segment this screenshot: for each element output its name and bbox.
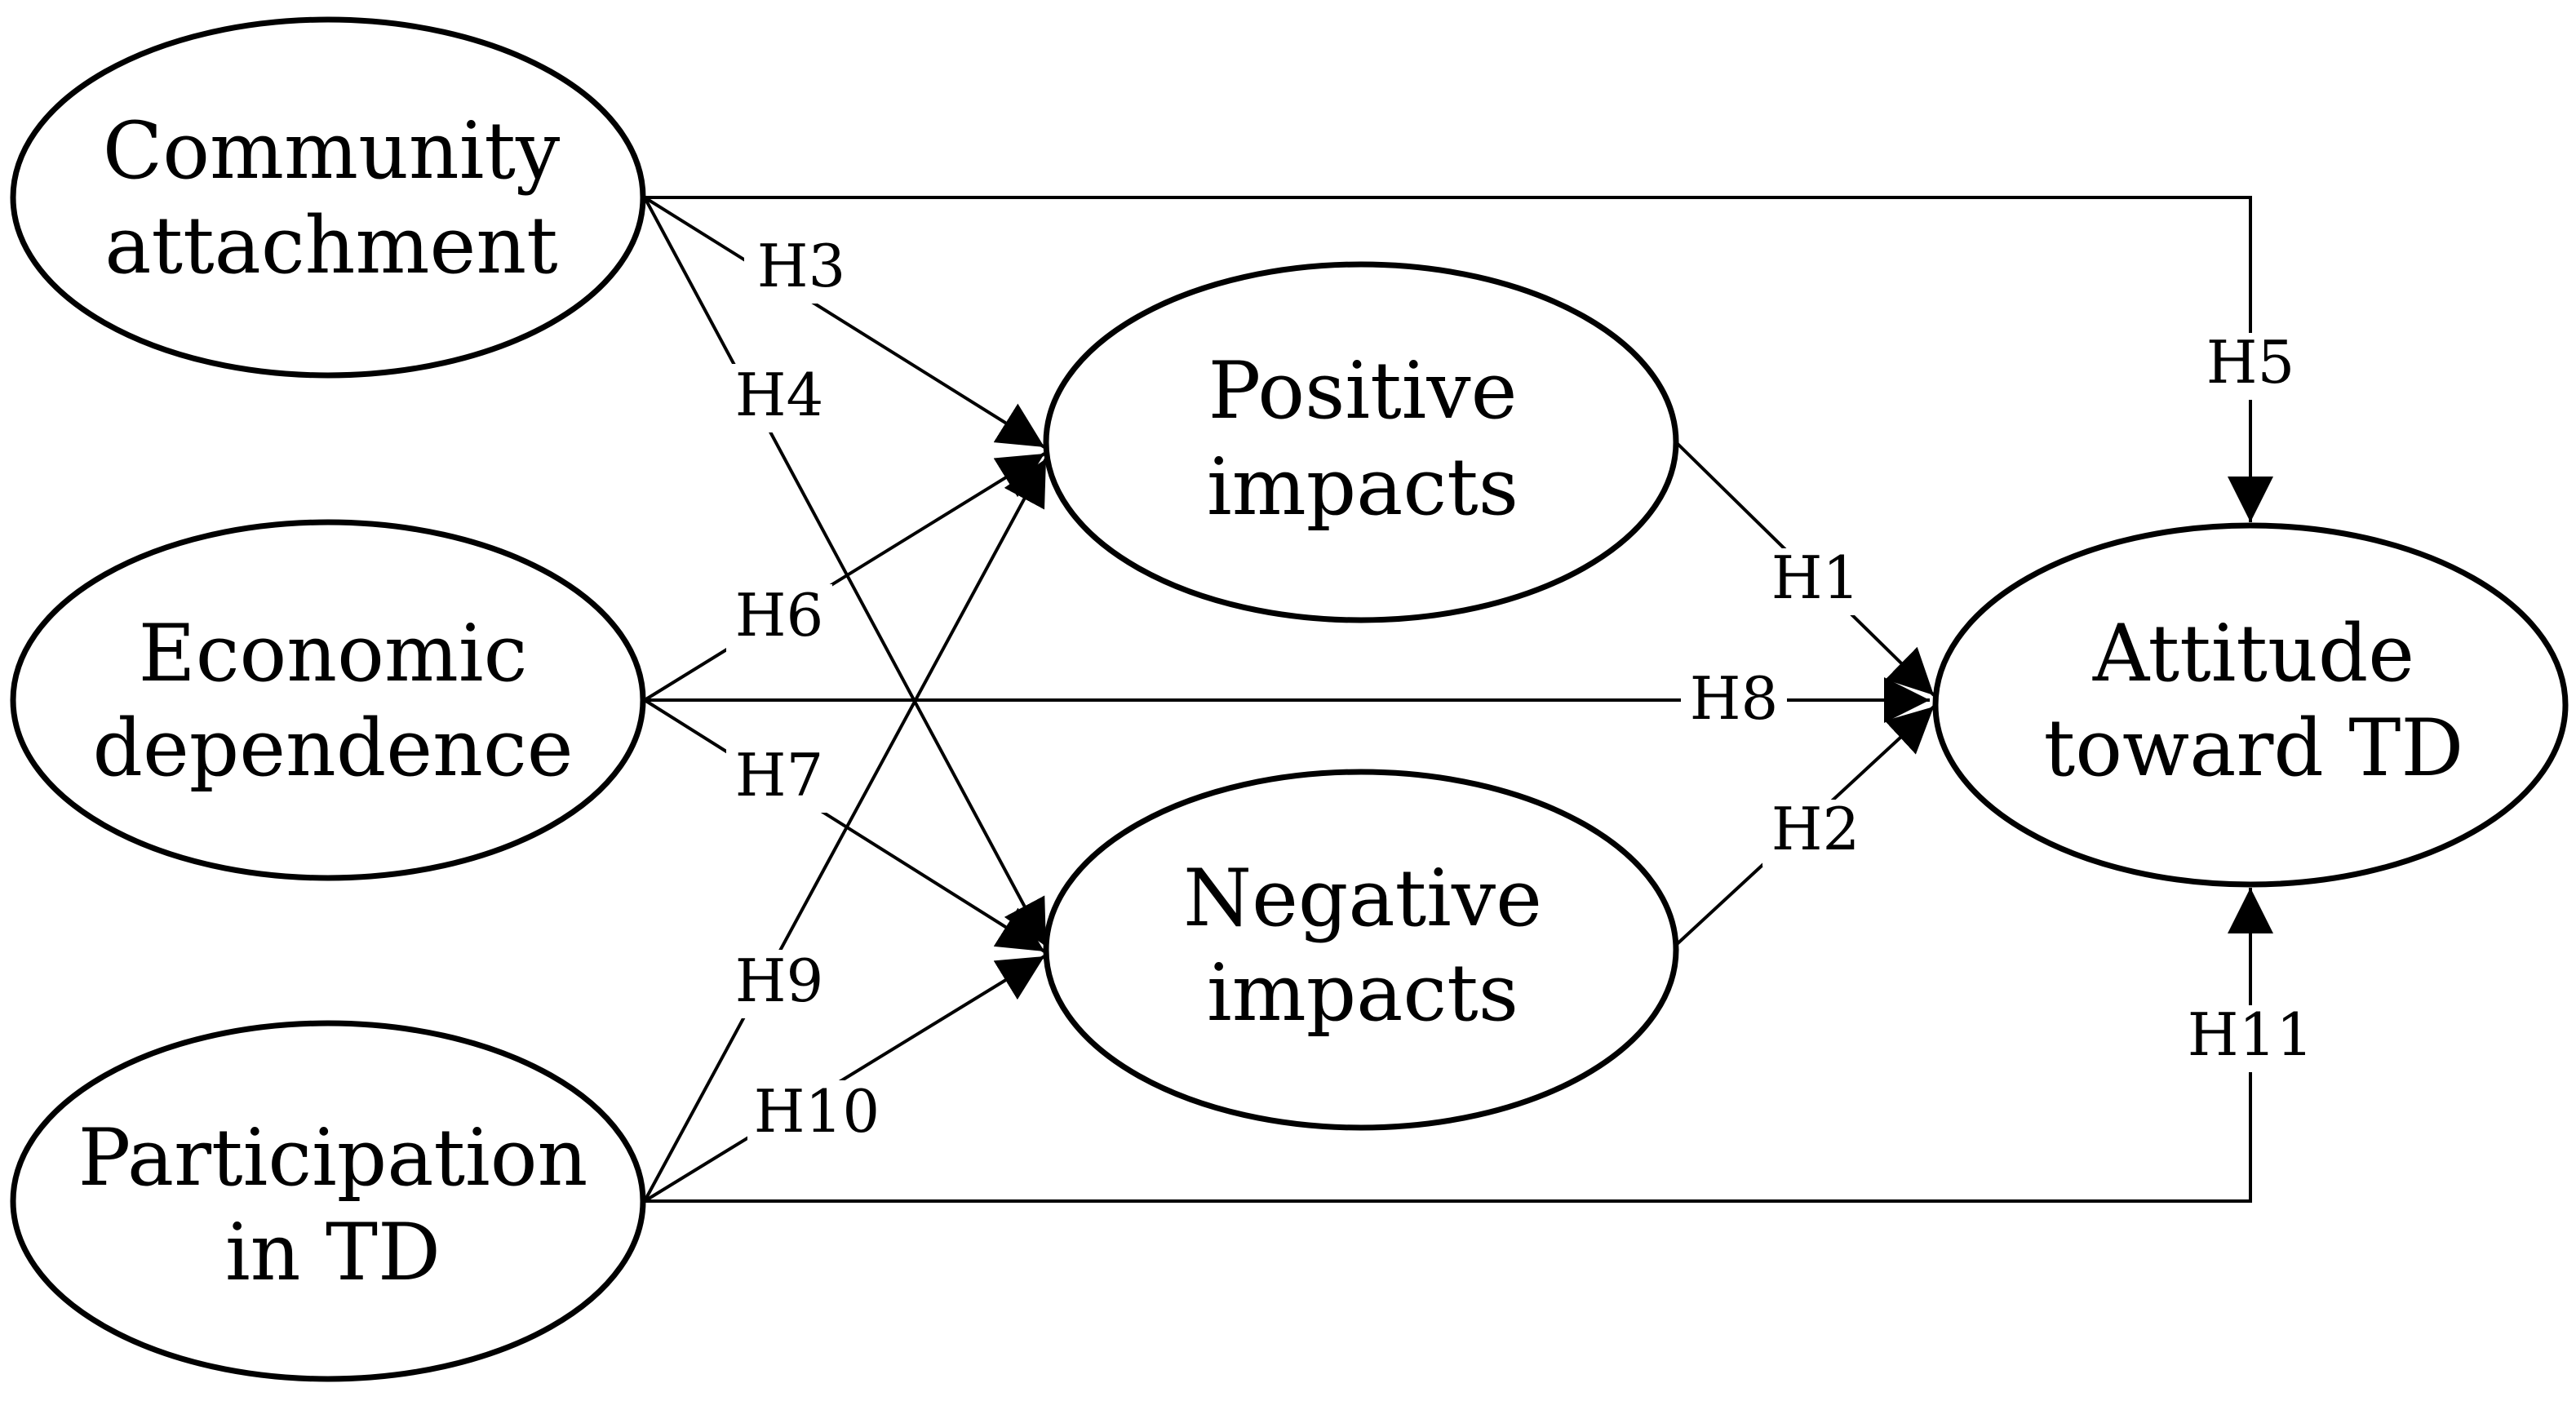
node-positive-impacts-line2: impacts bbox=[1207, 441, 1519, 533]
edge-h9: H9 bbox=[643, 458, 1048, 1202]
edge-h7-line bbox=[643, 698, 1046, 953]
edge-h4: H4 bbox=[643, 197, 1048, 947]
node-economic-dependence-shape bbox=[10, 519, 646, 881]
edge-h10-line bbox=[643, 955, 1046, 1203]
node-attitude-toward-td-line2: toward TD bbox=[2044, 703, 2464, 794]
edge-h11-label: H11 bbox=[2188, 1000, 2313, 1069]
node-participation-in-td-line2: in TD bbox=[225, 1207, 441, 1298]
edge-h10-label: H10 bbox=[754, 1077, 880, 1146]
node-community-attachment: Community attachment bbox=[10, 16, 646, 379]
edge-h9-line bbox=[643, 458, 1048, 1202]
node-participation-in-td-shape bbox=[10, 1020, 646, 1382]
node-negative-impacts-line2: impacts bbox=[1207, 947, 1519, 1039]
edge-h11-line bbox=[645, 888, 2273, 1203]
edge-h6-label-bg bbox=[726, 584, 832, 653]
node-attitude-toward-td-line1: Attitude bbox=[2092, 608, 2414, 699]
edge-h2-label: H2 bbox=[1771, 795, 1860, 863]
edge-h4-line bbox=[643, 197, 1048, 947]
edge-h3-line bbox=[643, 196, 1046, 449]
node-community-attachment-shape bbox=[10, 16, 646, 379]
edge-h5: H5 bbox=[645, 196, 2298, 522]
node-attitude-toward-td: Attitude toward TD bbox=[1932, 522, 2569, 888]
edge-h6-label: H6 bbox=[735, 581, 824, 650]
edge-h9-label: H9 bbox=[735, 947, 824, 1015]
edge-h8: H8 bbox=[645, 664, 1930, 733]
edge-h10-label-bg bbox=[747, 1080, 886, 1149]
edge-h4-label-bg bbox=[726, 364, 832, 432]
edge-h9-label-bg bbox=[726, 950, 832, 1018]
node-negative-impacts-line1: Negative bbox=[1183, 853, 1542, 944]
edge-h5-label: H5 bbox=[2206, 328, 2295, 397]
edge-h1: H1 bbox=[1673, 439, 1935, 697]
node-community-attachment-line2: attachment bbox=[104, 200, 557, 291]
node-participation-in-td-line1: Participation bbox=[78, 1112, 588, 1204]
node-positive-impacts-line1: Positive bbox=[1208, 345, 1518, 437]
node-economic-dependence: Economic dependence bbox=[10, 519, 646, 881]
node-participation-in-td: Participation in TD bbox=[10, 1020, 646, 1382]
edge-h8-label: H8 bbox=[1690, 664, 1779, 733]
edge-h1-label-bg bbox=[1762, 548, 1869, 615]
edge-h8-label-bg bbox=[1681, 667, 1787, 733]
edge-h10: H10 bbox=[643, 955, 1046, 1203]
node-negative-impacts-shape bbox=[1043, 769, 1679, 1131]
edge-h5-label-bg bbox=[2203, 333, 2298, 400]
edge-h4-label: H4 bbox=[735, 361, 824, 429]
edge-h1-label: H1 bbox=[1771, 543, 1860, 612]
node-attitude-toward-td-shape bbox=[1932, 522, 2569, 888]
edge-h2-label-bg bbox=[1762, 800, 1869, 867]
node-community-attachment-line1: Community bbox=[103, 105, 560, 197]
edge-h6: H6 bbox=[643, 452, 1046, 702]
edge-h6-line bbox=[643, 452, 1046, 702]
edge-h11: H11 bbox=[645, 888, 2314, 1203]
node-positive-impacts-shape bbox=[1043, 261, 1679, 623]
node-economic-dependence-line2: dependence bbox=[92, 703, 573, 794]
edge-h3-label-bg bbox=[744, 238, 858, 304]
edge-h7-label-bg bbox=[726, 744, 832, 813]
edge-h2: H2 bbox=[1673, 705, 1935, 948]
node-economic-dependence-line1: Economic bbox=[139, 608, 528, 699]
node-positive-impacts: Positive impacts bbox=[1043, 261, 1679, 623]
edge-h11-label-bg bbox=[2187, 1005, 2314, 1072]
edge-h3-label: H3 bbox=[757, 232, 846, 300]
edge-h5-line bbox=[645, 196, 2273, 522]
edge-h7: H7 bbox=[643, 698, 1046, 953]
edge-h3: H3 bbox=[643, 196, 1046, 449]
edge-h7-label: H7 bbox=[735, 741, 824, 809]
node-negative-impacts: Negative impacts bbox=[1043, 769, 1679, 1131]
